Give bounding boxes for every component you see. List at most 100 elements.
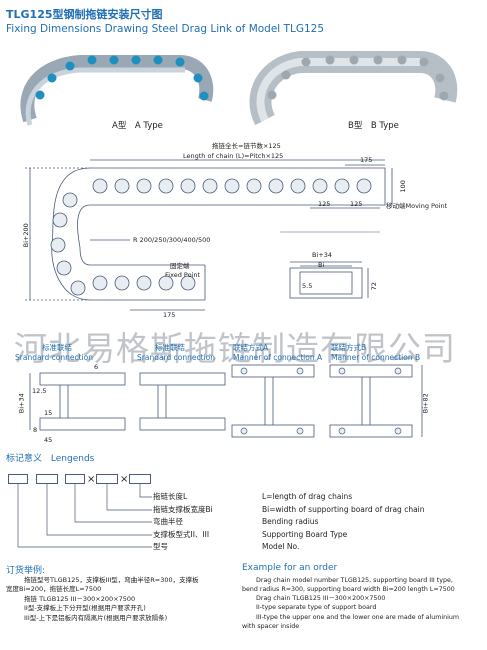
conn-1-cn: 标准联结 bbox=[42, 343, 72, 352]
chain-pin-icon bbox=[131, 55, 141, 65]
link-hole-icon bbox=[92, 275, 108, 291]
chain-pin-icon bbox=[153, 55, 163, 65]
watermark-text: 河北易格斯拖链制造有限公司 bbox=[14, 329, 456, 368]
link-hole-icon bbox=[246, 178, 262, 194]
chain-length-en: Length of chain (L)=Pitch×125 bbox=[183, 152, 284, 160]
chain-pin-icon bbox=[87, 55, 97, 65]
title-cn: TLG125型钢制拖链安装尺寸图 bbox=[6, 8, 163, 21]
legend-cn-5: 型号 bbox=[153, 542, 168, 551]
conn-dim-12-5: 12.5 bbox=[32, 387, 47, 395]
chain-pin-icon bbox=[419, 57, 429, 67]
order-cn-block: 拖链型号TLGB125，支撑板III型，弯曲半径R=300，支撑板 宽度Bi=2… bbox=[6, 576, 240, 623]
conn-2-en: Srandard connection bbox=[137, 353, 215, 362]
legend-box-5 bbox=[129, 474, 151, 484]
link-hole-icon bbox=[70, 280, 86, 296]
chain-pin-icon bbox=[325, 55, 335, 65]
section-bi34: Bi+34 bbox=[312, 251, 332, 259]
link-hole-icon bbox=[202, 178, 218, 194]
order-cn-line2: 宽度Bi=200，拖链长度L=7500 bbox=[6, 585, 102, 594]
conn-4-cn: 联结方式B bbox=[331, 343, 367, 352]
conn-2-cn: 标准联结 bbox=[155, 343, 185, 352]
legend-en-3: Bending radius bbox=[262, 517, 319, 526]
fixed-point-en: Fixed Point bbox=[165, 271, 201, 279]
type-a-photo bbox=[20, 51, 458, 126]
dim-125-a: 125 bbox=[318, 200, 331, 208]
moving-point-label: 移动端Moving Point bbox=[386, 202, 448, 210]
link-hole-icon bbox=[136, 275, 152, 291]
link-hole-icon bbox=[180, 275, 196, 291]
order-en-line2: bend radius R=300, supporting board widt… bbox=[242, 586, 455, 594]
conn-3-en: Manner of connection A bbox=[233, 353, 323, 362]
legend-cn-1: 拖链长度L bbox=[153, 492, 188, 501]
chain-pin-icon bbox=[193, 73, 203, 83]
order-en-block: Drag chain model number TLGB125, support… bbox=[242, 576, 487, 631]
chain-pin-icon bbox=[373, 55, 383, 65]
legend-cross-2: × bbox=[120, 474, 129, 485]
legend-leaders bbox=[17, 484, 152, 548]
legend-box-1 bbox=[8, 474, 28, 484]
link-hole-icon bbox=[158, 275, 174, 291]
link-hole-icon bbox=[92, 178, 108, 194]
chain-pin-icon bbox=[281, 70, 291, 80]
conn-dim-15: 15 bbox=[44, 409, 53, 417]
link-hole-icon bbox=[62, 192, 78, 208]
chain-pin-icon bbox=[439, 91, 449, 101]
section-5-5: 5.5 bbox=[302, 282, 313, 290]
dim-125-b: 125 bbox=[350, 200, 363, 208]
link-hole-icon bbox=[52, 212, 68, 228]
chain-pin-icon bbox=[175, 57, 185, 67]
link-hole-icon bbox=[114, 178, 130, 194]
legend-cn-3: 弯曲半径 bbox=[153, 517, 183, 526]
fixed-point-cn: 固定端 bbox=[170, 262, 190, 270]
chain-pin-icon bbox=[301, 57, 311, 67]
main-chain-drawing bbox=[25, 159, 393, 311]
link-hole-icon bbox=[136, 178, 152, 194]
bend-radius-label: R 200/250/300/400/500 bbox=[133, 236, 211, 244]
order-en-line4: II-type separate type of support board bbox=[256, 604, 377, 612]
chain-pin-icon bbox=[47, 73, 57, 83]
legends-title-en: Lengends bbox=[50, 454, 95, 464]
chain-pin-icon bbox=[199, 91, 209, 101]
order-en-line1: Drag chain model number TLGB125, support… bbox=[256, 577, 453, 584]
link-hole-icon bbox=[158, 178, 174, 194]
link-hole-icon bbox=[334, 178, 350, 194]
chain-pin-icon bbox=[109, 55, 119, 65]
link-hole-icon bbox=[356, 178, 372, 194]
title-en: Fixing Dimensions Drawing Steel Drag Lin… bbox=[6, 23, 324, 35]
legends-title: 标记意义 Lengends bbox=[6, 455, 94, 464]
order-en-line3: Drag chain TLGB125 III－300×200×7500 bbox=[256, 595, 386, 603]
chain-total-length: 拖链全长=链节数×125 bbox=[212, 142, 281, 150]
type-a-label: A型 A Type bbox=[112, 121, 163, 131]
order-cn-line5: III型-上下是铝板内有隔离片(根据用户要求放隔条) bbox=[24, 613, 168, 622]
link-hole-icon bbox=[180, 178, 196, 194]
link-hole-icon bbox=[114, 275, 130, 291]
section-bi: Bi bbox=[318, 261, 325, 269]
order-en-title: Example for an order bbox=[242, 563, 338, 573]
order-en-line6: with spacer inside bbox=[242, 622, 300, 630]
link-hole-icon bbox=[224, 178, 240, 194]
legend-box-2 bbox=[36, 474, 58, 484]
conn-dim-8: 8 bbox=[33, 426, 38, 434]
legend-cn-2: 拖链支撑板宽度Bi bbox=[153, 505, 213, 514]
legend-en-4: Supporting Board Type bbox=[262, 530, 348, 539]
order-en-line5: III-type the upper one and the lower one… bbox=[256, 613, 460, 621]
chain-pin-icon bbox=[35, 90, 45, 100]
link-hole-icon bbox=[268, 178, 284, 194]
order-cn-line4: II型-支撑板上下分开型(根据用户要求开孔) bbox=[24, 604, 146, 613]
order-cn-line3: 拖链 TLGB125 III－300×200×7500 bbox=[24, 594, 136, 603]
dim-175-top: 175 bbox=[360, 156, 373, 164]
legend-cn-4: 支撑板型式II、III bbox=[153, 530, 210, 539]
legend-box-3 bbox=[65, 474, 85, 484]
link-hole-icon bbox=[290, 178, 306, 194]
link-hole-icon bbox=[50, 237, 66, 253]
type-b-label: B型 B Type bbox=[348, 121, 399, 131]
chain-pin-icon bbox=[397, 55, 407, 65]
order-cn-line1: 拖链型号TLGB125，支撑板III型，弯曲半径R=300，支撑板 bbox=[24, 576, 199, 584]
legends-title-cn: 标记意义 bbox=[6, 454, 43, 464]
conn-1-en: Srandard connection bbox=[15, 353, 93, 362]
conn-3-cn: 联结方式A bbox=[233, 343, 269, 352]
legend-cross-1: × bbox=[87, 474, 96, 485]
legend-en-5: Model No. bbox=[262, 542, 300, 551]
conn-dim-6: 6 bbox=[94, 363, 99, 371]
order-cn-title: 订货举例: bbox=[6, 566, 46, 576]
